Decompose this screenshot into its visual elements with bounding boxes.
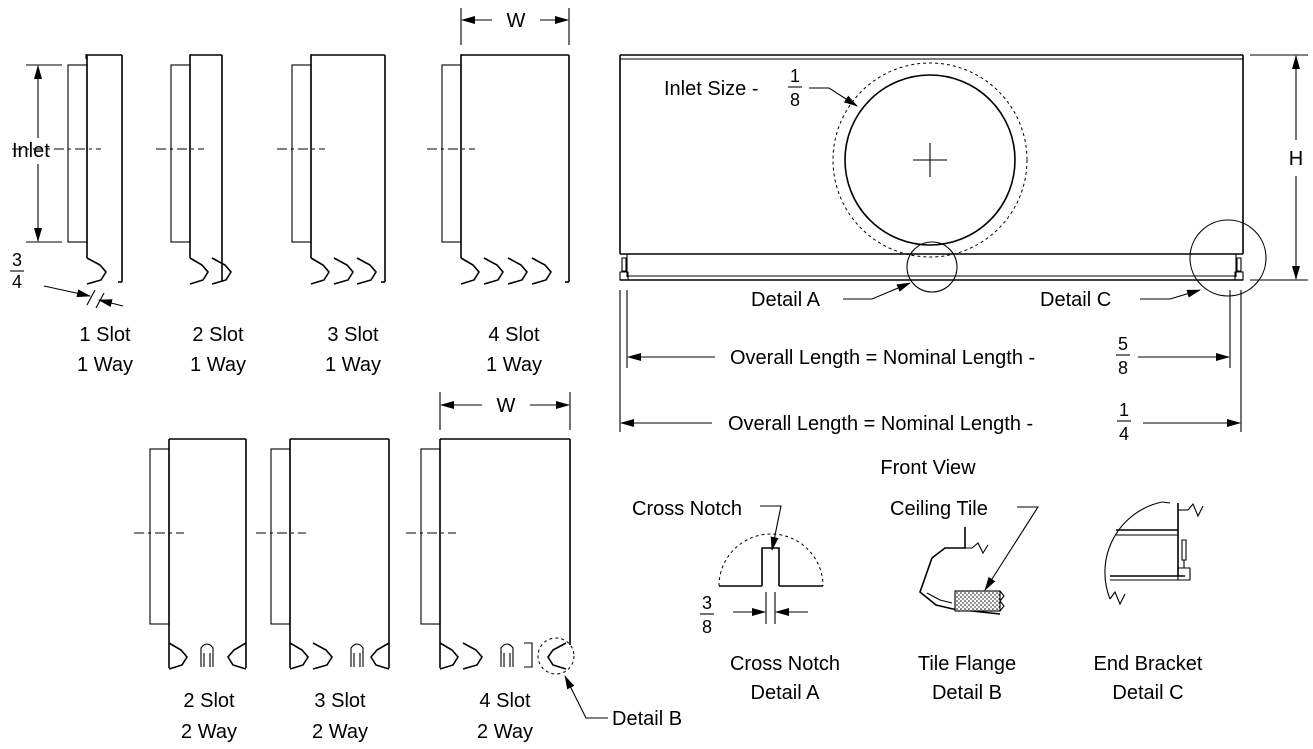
inlet-size-den: 8 xyxy=(790,90,800,110)
caption-3-slot-1-way-l1: 3 Slot xyxy=(327,324,379,346)
inlet-size-circle xyxy=(832,62,1028,258)
slot-gap-dimension: 3 4 xyxy=(10,250,124,309)
caption-2-slot-1-way-l1: 2 Slot xyxy=(192,324,244,346)
caption-1-slot-1-way-l2: 1 Way xyxy=(77,354,133,376)
caption-4-slot-2-way-l1: 4 Slot xyxy=(479,690,531,712)
front-view xyxy=(619,54,1267,297)
end-bracket-caption-l1: End Bracket xyxy=(1094,653,1203,675)
caption-4-slot-1-way-l2: 1 Way xyxy=(486,354,542,376)
detail-c-callout-circle xyxy=(1189,219,1267,297)
slot-gap-fraction-den: 4 xyxy=(12,272,22,292)
caption-3-slot-1-way-l2: 1 Way xyxy=(325,354,381,376)
detail-c-label: Detail C xyxy=(1040,289,1111,311)
detail-c-end-bracket: End Bracket Detail C xyxy=(1094,501,1204,704)
caption-4-slot-2-way-l2: 2 Way xyxy=(477,721,533,743)
caption-3-slot-2-way-l1: 3 Slot xyxy=(314,690,366,712)
overall-length-1-num: 5 xyxy=(1118,334,1128,354)
detail-b-label: Detail B xyxy=(612,708,682,730)
h-label: H xyxy=(1289,148,1303,170)
side-view-2-slot-1-way xyxy=(156,54,232,285)
detail-b-callout: Detail B xyxy=(564,675,682,730)
detail-a-label: Detail A xyxy=(751,289,821,311)
side-view-3-slot-1-way xyxy=(277,54,386,285)
caption-1-slot-1-way-l1: 1 Slot xyxy=(79,324,131,346)
overall-length-2-den: 4 xyxy=(1119,424,1129,444)
caption-2-slot-2-way-l1: 2 Slot xyxy=(183,690,235,712)
inlet-label: Inlet xyxy=(12,140,50,162)
tile-flange-caption-l1: Tile Flange xyxy=(918,653,1016,675)
w-label-top: W xyxy=(507,10,526,32)
inlet-size-label: Inlet Size - xyxy=(664,78,758,100)
w-dimension-bottom: W xyxy=(439,392,571,430)
tile-flange-caption-l2: Detail B xyxy=(932,682,1002,704)
detail-c-callout: Detail C xyxy=(1040,289,1201,311)
overall-length-2-num: 1 xyxy=(1119,400,1129,420)
overall-length-dimensions: Overall Length = Nominal Length - 5 8 Ov… xyxy=(619,290,1242,444)
side-view-3-slot-2-way xyxy=(256,438,390,670)
side-view-1-slot-1-way xyxy=(12,54,123,285)
side-view-4-slot-1-way xyxy=(427,54,570,285)
ceiling-tile-section xyxy=(954,590,1001,612)
cross-notch-caption-l1: Cross Notch xyxy=(730,653,840,675)
side-view-2-slot-2-way xyxy=(134,438,247,670)
cross-notch-fraction-num: 3 xyxy=(702,593,712,613)
side-view-4-slot-2-way xyxy=(406,438,575,675)
h-dimension: H xyxy=(1250,54,1308,281)
end-bracket-caption-l2: Detail C xyxy=(1112,682,1183,704)
caption-3-slot-2-way-l2: 2 Way xyxy=(312,721,368,743)
inlet-circle xyxy=(844,74,1016,246)
overall-length-2-label: Overall Length = Nominal Length - xyxy=(728,413,1033,435)
caption-2-slot-2-way-l2: 2 Way xyxy=(181,721,237,743)
detail-b-tile-flange: Ceiling Tile Tile Flange Detail B xyxy=(890,498,1040,704)
bottom-captions: 2 Slot 2 Way 3 Slot 2 Way 4 Slot 2 Way xyxy=(181,690,533,743)
detail-b-callout-circle xyxy=(537,637,575,675)
overall-length-1-den: 8 xyxy=(1118,358,1128,378)
inlet-dimension: Inlet xyxy=(12,64,62,243)
inlet-size-num: 1 xyxy=(790,66,800,86)
w-dimension-top: W xyxy=(460,8,570,45)
slot-gap-fraction-num: 3 xyxy=(12,250,22,270)
ceiling-tile-callout-label: Ceiling Tile xyxy=(890,498,988,520)
cross-notch-callout-label: Cross Notch xyxy=(632,498,742,520)
caption-2-slot-1-way-l2: 1 Way xyxy=(190,354,246,376)
inlet-size-callout: Inlet Size - 1 8 xyxy=(664,66,858,110)
caption-4-slot-1-way-l1: 4 Slot xyxy=(488,324,540,346)
detail-a-callout-circle xyxy=(906,241,958,293)
cross-notch-caption-l2: Detail A xyxy=(751,682,821,704)
overall-length-1-label: Overall Length = Nominal Length - xyxy=(730,347,1035,369)
front-view-caption: Front View xyxy=(880,457,976,479)
detail-a-cross-notch: Cross Notch 3 8 Cross Notch Detail A xyxy=(632,498,840,704)
detail-a-callout: Detail A xyxy=(751,282,911,311)
w-label-bottom: W xyxy=(497,395,516,417)
cross-notch-fraction-den: 8 xyxy=(702,617,712,637)
top-captions: 1 Slot 1 Way 2 Slot 1 Way 3 Slot 1 Way 4… xyxy=(77,324,542,376)
